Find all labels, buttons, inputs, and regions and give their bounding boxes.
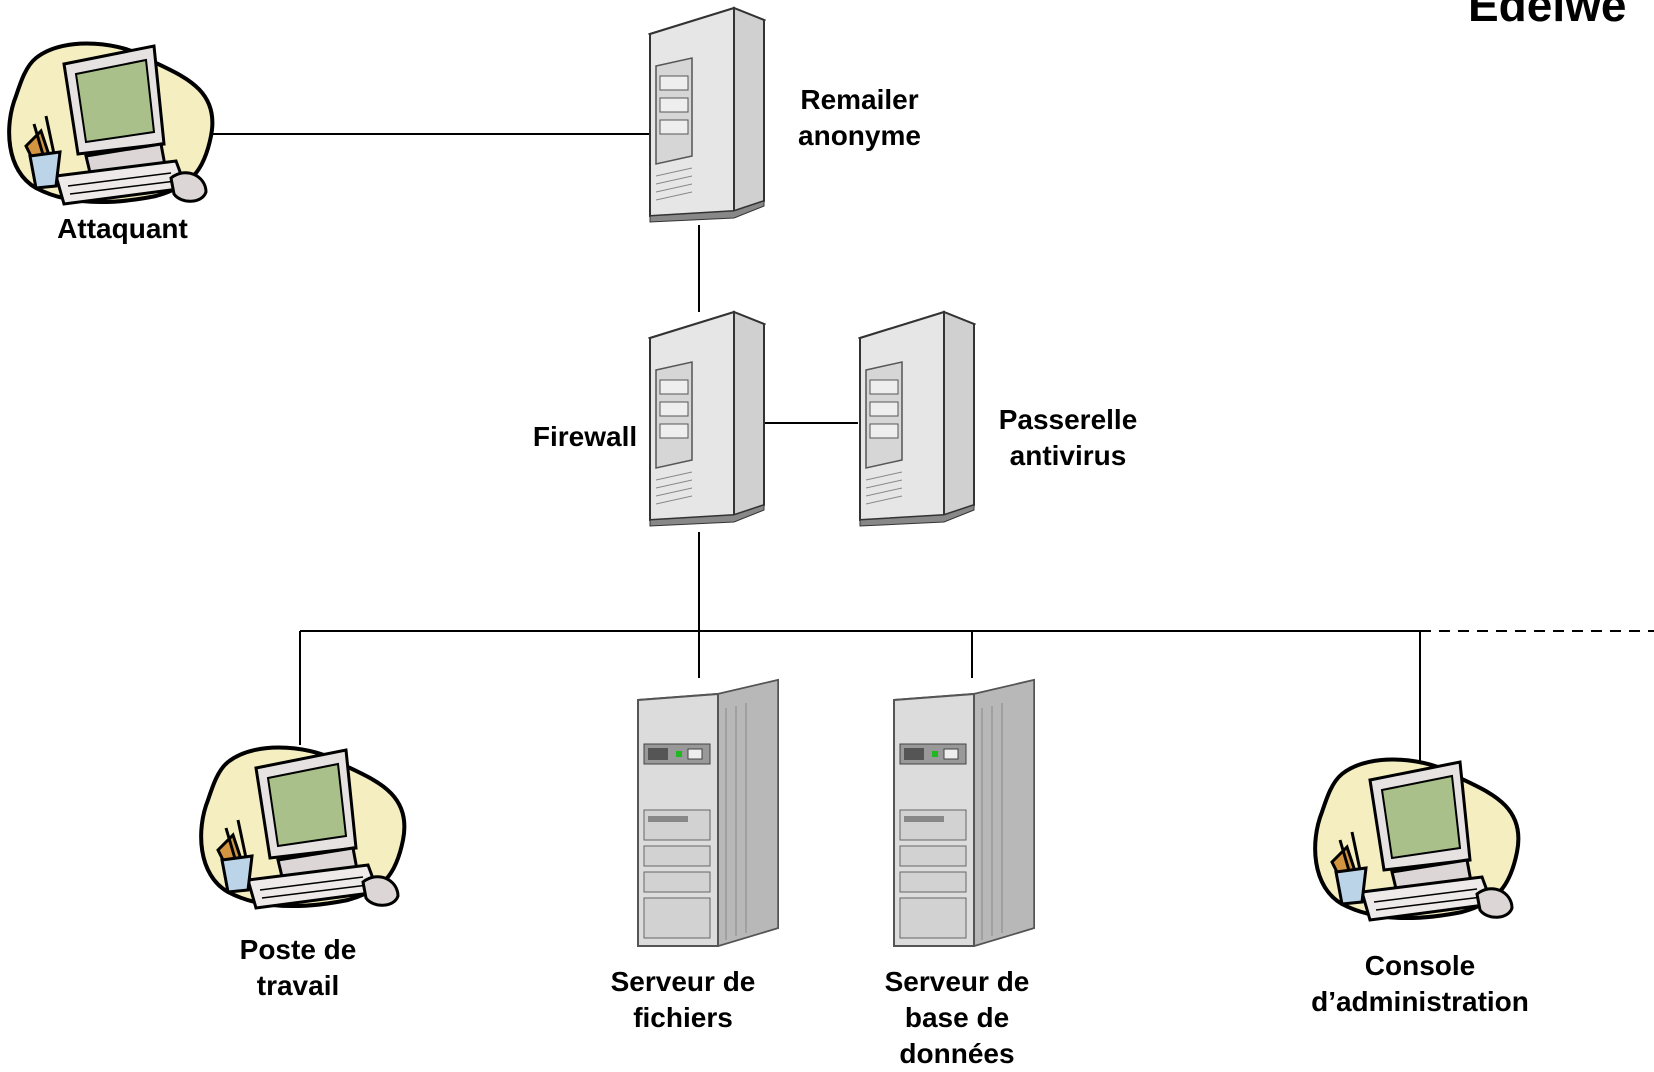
workstation-computer-icon [198, 740, 410, 915]
workstation-label: Poste de travail [239, 934, 357, 1001]
remailer-server-icon [647, 6, 767, 237]
attacker-computer-icon [6, 36, 218, 211]
admin-console-computer-icon [1312, 752, 1524, 927]
db-server-label: Serveur de base de données [884, 966, 1030, 1069]
firewall-label: Firewall [532, 421, 638, 452]
attacker-label: Attaquant [57, 213, 188, 244]
antivirus-gateway-label: Passerelle antivirus [998, 404, 1138, 471]
antivirus-gateway-server-icon [857, 310, 977, 541]
db-server-icon [892, 678, 1038, 957]
file-server-label: Serveur de fichiers [610, 966, 756, 1033]
admin-console-label: Console d’administration [1311, 950, 1529, 1017]
remailer-label: Remailer anonyme [798, 84, 921, 151]
diagram-title: Edelwe [1468, 0, 1627, 31]
file-server-icon [636, 678, 782, 957]
firewall-server-icon [647, 310, 767, 541]
